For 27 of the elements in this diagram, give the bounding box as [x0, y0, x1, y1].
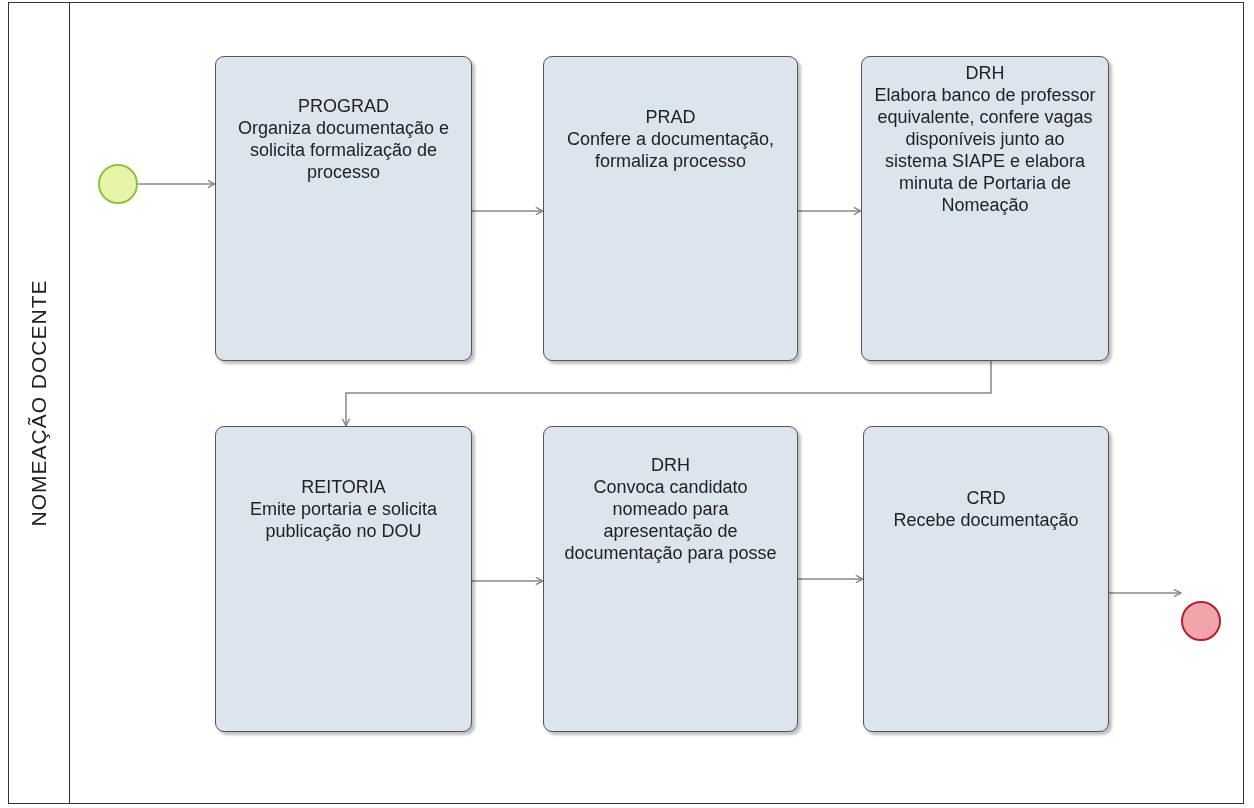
box-text: Recebe documentação [893, 509, 1079, 531]
arrow [797, 206, 862, 216]
box-heading: DRH [651, 454, 690, 476]
box-heading: DRH [965, 61, 1005, 84]
arrow [471, 206, 544, 216]
process-box [863, 426, 1109, 732]
box-heading: REITORIA [301, 476, 386, 498]
arrow [341, 360, 992, 427]
box-text: Organiza documentação e solicita formalização de processo [236, 116, 451, 183]
process-box [215, 56, 472, 361]
box-text: Elabora banco de professor equivalente, confere vagas disponíveis junto ao sistema SIAPE e elabora minuta de Portaria de Nomeação [874, 83, 1096, 216]
arrow [797, 574, 864, 584]
lane-label: NOMEAÇÃO DOCENTE [27, 279, 51, 527]
process-box [543, 56, 798, 361]
arrow [471, 576, 544, 586]
box-text: Emite portaria e solicita publicação no DOU [248, 498, 439, 542]
box-text: Confere a documentação, formaliza processo [565, 127, 776, 172]
arrow [1108, 588, 1182, 598]
process-box [543, 426, 798, 732]
box-heading: PRAD [645, 105, 696, 128]
process-box [215, 426, 472, 732]
process-box [861, 56, 1109, 361]
box-heading: CRD [966, 487, 1006, 509]
box-heading: PROGRAD [298, 94, 389, 117]
swimlane [8, 2, 1244, 804]
arrow [137, 179, 216, 189]
box-text: Convoca candidato nomeado para apresentação de documentação para posse [563, 476, 778, 564]
